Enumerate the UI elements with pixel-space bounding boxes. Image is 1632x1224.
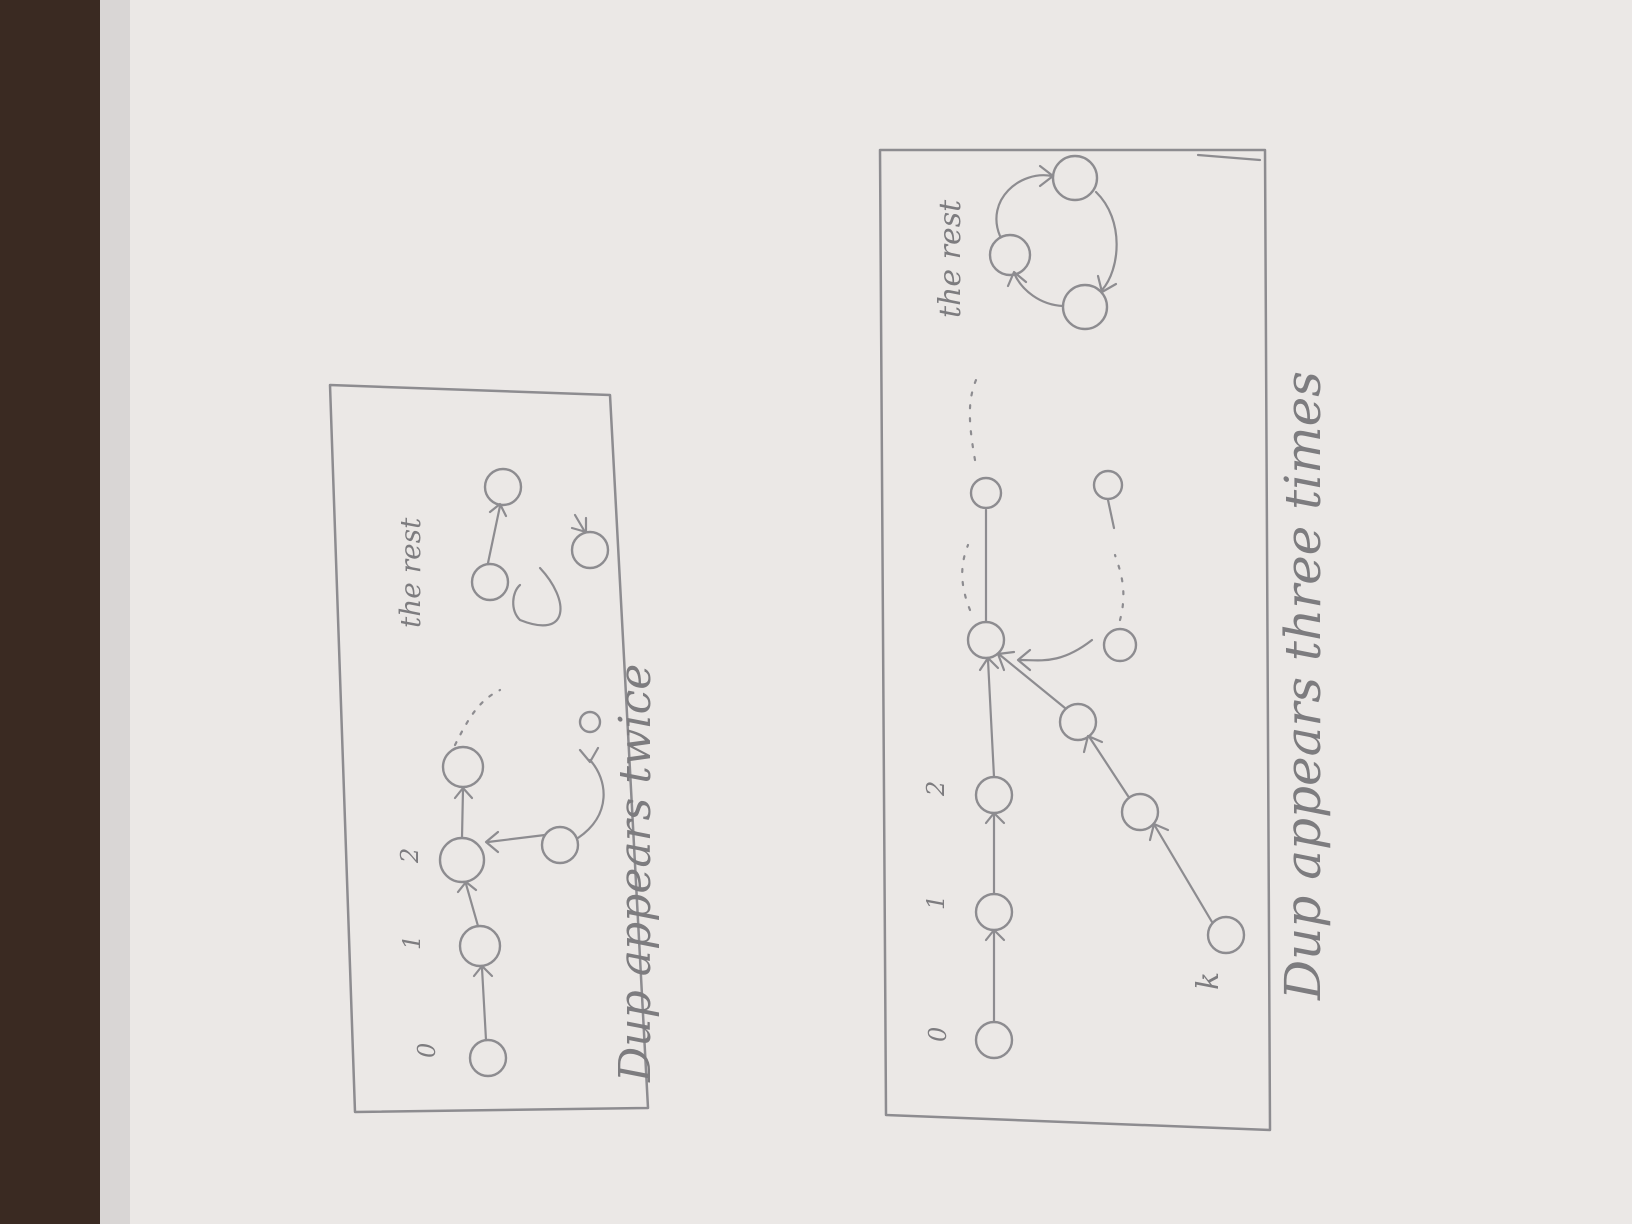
edge-rest-2-3 <box>573 513 587 534</box>
diagram-twice-label-rest: the rest <box>394 517 427 628</box>
node-k-chain-1 <box>1120 792 1160 832</box>
edge-k-1 <box>1153 824 1214 924</box>
edge-k-merge <box>998 653 1067 710</box>
diagram-three-times-label-0: 0 <box>924 1027 952 1042</box>
edge-branch-2-arrow <box>484 830 500 854</box>
node-rest-4 <box>578 710 602 734</box>
edge-2-top <box>460 787 465 840</box>
edge-rest-top-bottom-arrow <box>1096 274 1118 294</box>
edge-dotted-bottom <box>1113 553 1125 622</box>
edge-2-merge-arrow <box>978 656 1000 672</box>
node-k <box>1206 915 1246 955</box>
node-rest-3 <box>570 530 610 570</box>
edge-rest-loop <box>512 566 562 627</box>
edge-k-merge-arrow <box>996 650 1016 672</box>
edge-0-1-arrow <box>472 964 494 978</box>
node-mid <box>1102 627 1138 663</box>
edge-1-2 <box>464 882 480 928</box>
diagram-three-times-label-2: 2 <box>922 781 950 797</box>
node-rest-2 <box>483 467 523 507</box>
edge-2-top-arrow <box>453 786 474 800</box>
edge-cycle-arc-arrow <box>578 746 600 764</box>
diagram-three-times: 0 1 2 k the rest Dup appears three times <box>878 148 1332 1132</box>
edge-rest-top-bottom <box>1094 190 1118 292</box>
diagram-twice-nodes <box>438 467 610 1078</box>
node-0 <box>468 1038 508 1078</box>
paper-sheet <box>100 0 1632 1224</box>
edge-1-2-arrow <box>984 811 1006 825</box>
node-chain-right <box>969 476 1003 510</box>
edge-k-1-arrow <box>1148 822 1170 842</box>
edge-rest-tail <box>1196 153 1262 162</box>
edge-0-1 <box>480 966 488 1042</box>
edge-rest-left-top <box>995 174 1054 238</box>
node-branch <box>540 825 580 865</box>
paper-shadow <box>100 0 130 1224</box>
diagram-twice-label-1: 1 <box>398 935 426 950</box>
node-1 <box>458 924 502 968</box>
diagram-twice-caption: Dup appears twice <box>610 664 661 1083</box>
edge-1-2-arrow <box>456 880 478 894</box>
edge-rest-left-top-arrow <box>1038 164 1055 188</box>
diagram-three-times-edges <box>961 153 1262 1024</box>
edge-0-1-arrow <box>984 928 1006 942</box>
diagram-twice-box <box>328 383 650 1114</box>
edge-k-2 <box>1088 736 1130 798</box>
edge-rest-1-2 <box>486 504 502 565</box>
edge-cycle-arc <box>576 758 605 840</box>
edge-rest-bottom-left-arrow <box>1006 270 1028 288</box>
node-rest-1 <box>470 562 510 602</box>
diagram-three-times-label-rest: the rest <box>933 199 968 318</box>
edge-rest-bottom-left <box>1013 273 1065 308</box>
node-rest-left <box>988 233 1032 277</box>
edge-rest-1-2-arrow <box>488 502 508 518</box>
diagram-three-times-box <box>878 148 1272 1132</box>
diagram-twice-edges <box>453 502 605 1042</box>
diagram-twice-label-2: 2 <box>396 848 424 864</box>
edge-far-mid <box>1106 498 1116 530</box>
diagram-twice: 0 1 2 the rest Dup appears twice <box>328 383 661 1114</box>
diagram-three-times-caption: Dup appears three times <box>1274 371 1332 1001</box>
edge-mid-merge <box>1018 638 1094 662</box>
edge-k-2-arrow <box>1082 734 1104 754</box>
edge-rest-2-3-arrow <box>570 516 588 534</box>
diagram-three-times-label-1: 1 <box>922 895 950 910</box>
node-rest-top <box>1051 154 1099 202</box>
diagram-twice-label-0: 0 <box>413 1043 441 1058</box>
edge-2-merge <box>986 658 996 779</box>
node-k-chain-2 <box>1058 702 1098 742</box>
edge-mid-merge-arrow <box>1016 648 1032 672</box>
edge-branch-2 <box>486 833 547 844</box>
diagram-three-times-label-k: k <box>1191 972 1226 990</box>
